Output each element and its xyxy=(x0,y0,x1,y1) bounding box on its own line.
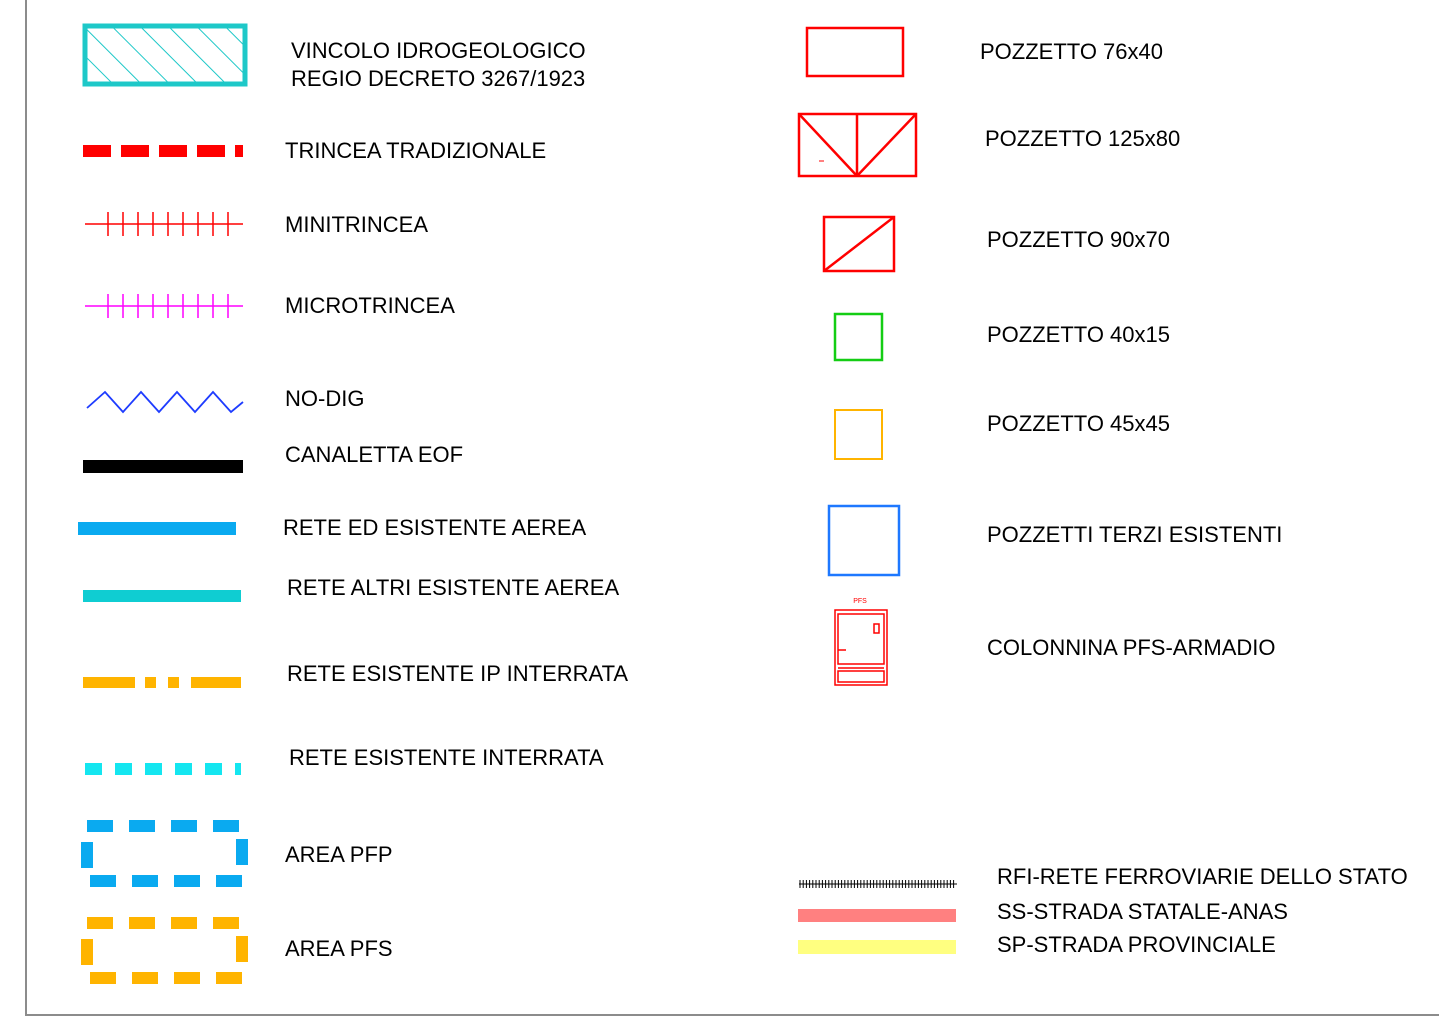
ss-symbol xyxy=(798,909,956,922)
microtrincea-label: MICROTRINCEA xyxy=(285,293,455,318)
rete-ed-aerea-label: RETE ED ESISTENTE AEREA xyxy=(283,515,587,540)
sp-label: SP-STRADA PROVINCIALE xyxy=(997,932,1276,957)
pozzetto-90x70-label: POZZETTO 90x70 xyxy=(987,227,1170,252)
colonnina-symbol xyxy=(834,609,888,686)
rete-ed-aerea-symbol xyxy=(78,522,236,535)
area-pfp-label: AREA PFP xyxy=(285,842,393,867)
sp-symbol xyxy=(798,940,956,954)
colonnina-tag: PFS xyxy=(853,598,867,605)
frame-left-border xyxy=(25,0,27,1016)
pozzetto-76x40-symbol xyxy=(805,26,905,78)
vincolo-label: VINCOLO IDROGEOLOGICO REGIO DECRETO 3267… xyxy=(291,37,586,93)
pozzetti-terzi-label: POZZETTI TERZI ESISTENTI xyxy=(987,522,1283,547)
nodig-symbol xyxy=(86,390,244,414)
ss-label: SS-STRADA STATALE-ANAS xyxy=(997,899,1288,924)
rfi-label: RFI-RETE FERROVIARIE DELLO STATO xyxy=(997,864,1408,889)
pozzetto-45x45-symbol xyxy=(834,409,883,460)
pozzetto-40x15-symbol xyxy=(833,312,884,362)
trincea-label: TRINCEA TRADIZIONALE xyxy=(285,138,547,163)
minitrincea-label: MINITRINCEA xyxy=(285,212,428,237)
pozzetto-76x40-label: POZZETTO 76x40 xyxy=(980,39,1163,64)
pozzetto-125x80-label: POZZETTO 125x80 xyxy=(985,126,1181,151)
pozzetto-90x70-symbol xyxy=(822,215,896,273)
minitrincea-symbol xyxy=(85,212,243,236)
vincolo-label-line1: VINCOLO IDROGEOLOGICO xyxy=(291,38,586,63)
rfi-symbol xyxy=(799,880,957,888)
canaletta-label: CANALETTA EOF xyxy=(285,442,464,467)
vincolo-label-line2: REGIO DECRETO 3267/1923 xyxy=(291,66,586,91)
colonnina-label: COLONNINA PFS-ARMADIO xyxy=(987,635,1276,660)
pozzetti-terzi-symbol xyxy=(827,504,901,577)
rete-altri-aerea-symbol xyxy=(83,590,241,602)
vincolo-symbol xyxy=(82,23,248,87)
rete-ip-interrata-label: RETE ESISTENTE IP INTERRATA xyxy=(287,661,629,686)
pozzetto-45x45-label: POZZETTO 45x45 xyxy=(987,411,1170,436)
pozzetto-40x15-label: POZZETTO 40x15 xyxy=(987,322,1170,347)
rete-interrata-label: RETE ESISTENTE INTERRATA xyxy=(289,745,604,770)
microtrincea-symbol xyxy=(85,294,243,318)
rete-ip-interrata-symbol xyxy=(83,677,241,688)
rete-altri-aerea-label: RETE ALTRI ESISTENTE AEREA xyxy=(287,575,620,600)
area-pfp-symbol xyxy=(81,820,248,887)
nodig-label: NO-DIG xyxy=(285,386,365,411)
canaletta-symbol xyxy=(83,460,243,473)
area-pfs-label: AREA PFS xyxy=(285,936,393,961)
area-pfs-symbol xyxy=(81,917,248,984)
pozzetto-125x80-symbol xyxy=(797,112,918,178)
frame-bottom-border xyxy=(25,1014,1439,1016)
